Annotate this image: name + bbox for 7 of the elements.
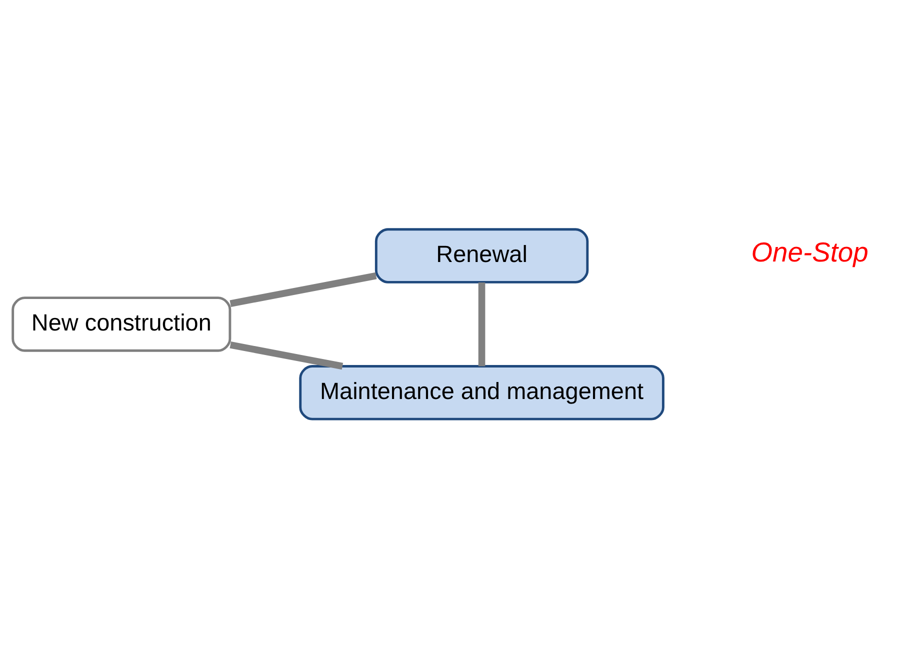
connector <box>478 282 486 366</box>
node-box: Renewal <box>374 228 589 283</box>
node-box: New construction <box>12 296 232 352</box>
node-box: Maintenance and management <box>299 364 664 420</box>
connector <box>230 272 377 306</box>
label: One-Stop <box>751 236 868 268</box>
connector <box>230 341 344 370</box>
